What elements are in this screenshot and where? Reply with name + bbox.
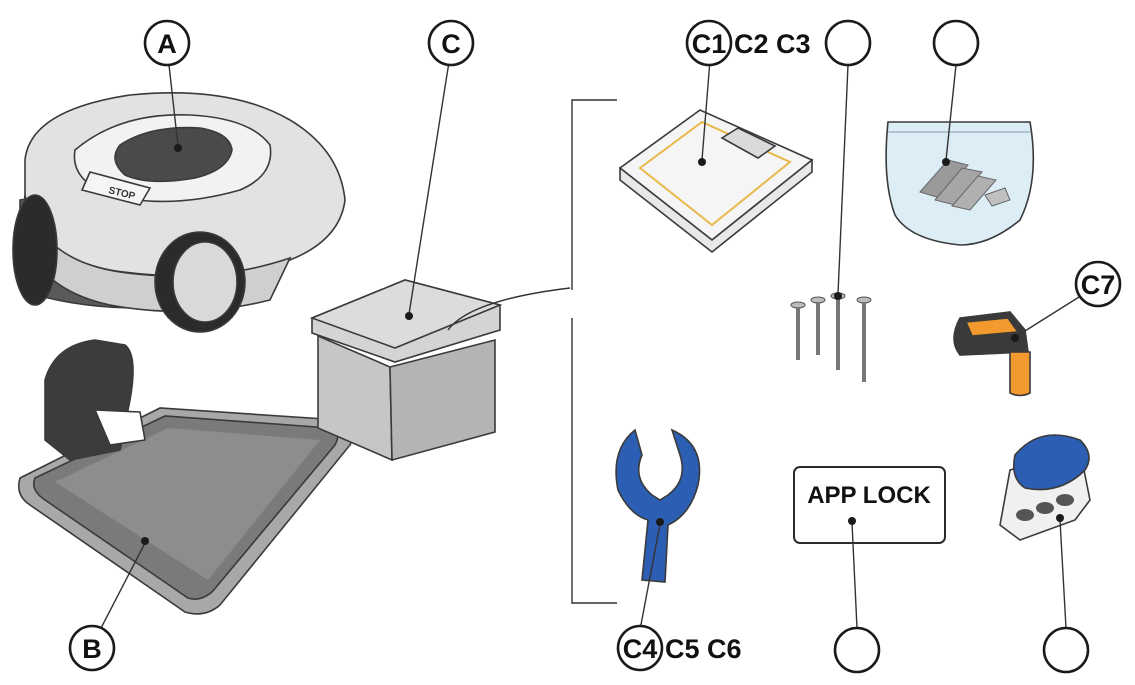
callout-c7-label: C7 (1081, 270, 1116, 300)
app-lock-label: APP LOCK (807, 482, 931, 509)
callout-c2-c3-label: C2 C3 (734, 29, 811, 59)
callout-c4: C4 (616, 624, 664, 672)
blue-clip-illustration (615, 428, 701, 631)
callout-a: A (143, 19, 191, 67)
callout-blank-app-lock (833, 626, 881, 674)
wire-connector-illustration (999, 434, 1091, 629)
measurement-tool-illustration (953, 296, 1080, 397)
manual-stack-illustration (618, 59, 814, 254)
callout-c-label: C (441, 29, 461, 59)
charging-station-illustration (17, 339, 355, 631)
callout-b: B (68, 624, 116, 672)
callout-blank-screws (824, 19, 872, 67)
accessory-box-illustration (309, 61, 571, 462)
callout-c1-label: C1 (692, 29, 727, 59)
callout-c4-label: C4 (623, 634, 658, 664)
screws-illustration (790, 64, 872, 382)
callout-c7: C7 (1074, 260, 1122, 308)
callout-blank-blades (932, 19, 980, 67)
blade-bag-illustration (885, 64, 1035, 246)
callout-c5-c6-label: C5 C6 (665, 634, 742, 664)
callout-c: C (427, 19, 475, 67)
contents-bracket (571, 99, 617, 604)
callout-b-label: B (82, 634, 102, 664)
callout-a-label: A (157, 29, 177, 59)
callout-blank-connector (1042, 626, 1090, 674)
robotic-mower-illustration: STOP (12, 64, 346, 333)
app-lock-card (793, 466, 946, 544)
app-lock-sign-illustration: APP LOCK (793, 466, 946, 629)
callout-c1: C1 (685, 19, 733, 67)
